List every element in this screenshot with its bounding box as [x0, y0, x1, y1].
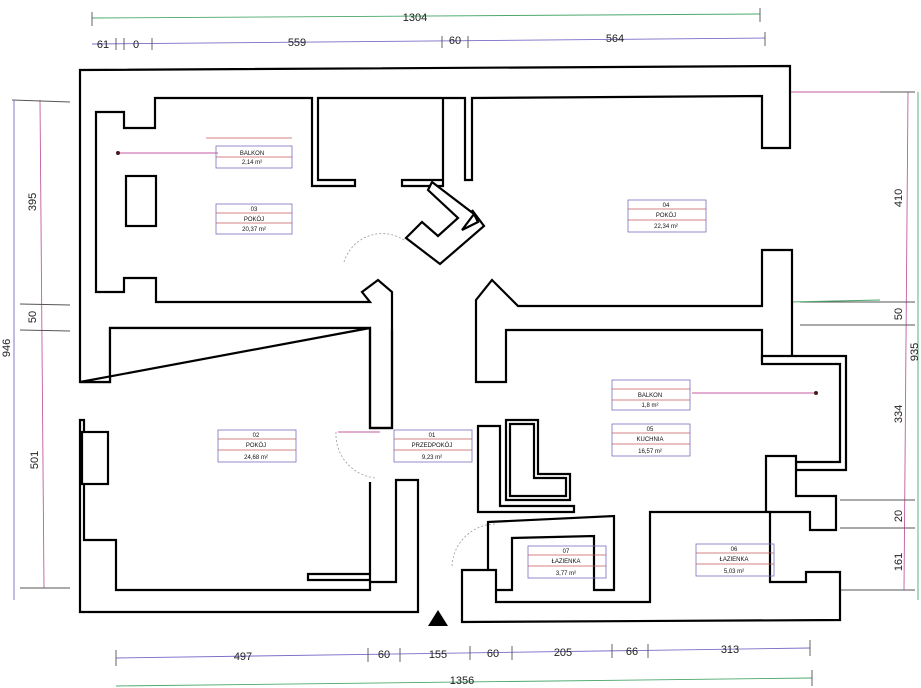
room-name: POKÓJ: [656, 212, 676, 219]
room-name: PRZEDPOKÓJ: [412, 442, 453, 449]
room-number: 02: [253, 433, 260, 439]
dim-bottom-d: 60: [487, 648, 499, 660]
dim-top-d: 60: [449, 35, 461, 47]
room-number: 01: [429, 433, 436, 439]
dim-top-e: 564: [606, 33, 624, 45]
dim-bottom-b: 60: [378, 649, 390, 661]
left-pillar: [80, 430, 110, 486]
room-number: 04: [663, 203, 670, 209]
bathroom-07-wall: [486, 514, 616, 592]
room-number: 07: [563, 549, 570, 555]
inner-pillar: [124, 174, 158, 228]
entrance-triangle-icon: [428, 610, 448, 626]
dim-bottom-c: 155: [429, 649, 447, 661]
dim-bottom-e: 205: [554, 647, 572, 659]
dim-right-b: 50: [893, 308, 905, 320]
room-label-04: 04 POKÓJ 22,34 m²: [627, 199, 707, 233]
room-area: 1,8 m²: [641, 403, 658, 409]
room-area: 3,77 m²: [556, 571, 576, 577]
room-area: 16,57 m²: [638, 449, 662, 455]
dim-right-f: 935: [909, 343, 921, 361]
right-balcony-wall: [764, 454, 838, 532]
top-right-lower-wall: [474, 248, 794, 384]
dimension-lines: [11, 8, 919, 687]
room-number: 06: [731, 547, 738, 553]
room-label-01: 01 PRZEDPOKÓJ 9,23 m²: [393, 429, 473, 463]
room-name: KUCHNIA: [636, 437, 663, 443]
dim-left-b: 50: [27, 311, 39, 323]
room-label-02: 02 POKÓJ 24,68 m²: [217, 429, 297, 463]
room-label-06: 06 ŁAZIENKA 5,03 m²: [695, 543, 775, 577]
dim-right-e: 161: [893, 553, 905, 571]
dim-left-a: 395: [27, 193, 39, 211]
left-wall-lower: [79, 326, 394, 430]
room-name: POKÓJ: [244, 216, 264, 223]
room-area: 22,34 m²: [654, 224, 678, 230]
dim-right-d: 20: [893, 510, 905, 522]
right-outer-lower: [760, 354, 848, 472]
dim-right-a: 410: [893, 189, 905, 207]
room-area: 20,37 m²: [242, 227, 266, 233]
dim-bottom-g: 313: [721, 644, 739, 656]
room-number: 03: [251, 207, 258, 213]
dim-top-c: 559: [288, 37, 306, 49]
room-name: POKÓJ: [246, 442, 266, 449]
dim-top-total: 1304: [403, 12, 427, 24]
dim-right-c: 334: [893, 405, 905, 423]
kitchen-wall: [476, 424, 576, 514]
outer-wall-left: [78, 418, 420, 614]
walls: [78, 64, 848, 624]
central-diagonal-wall: [404, 180, 486, 266]
room-label-03: 03 POKÓJ 20,37 m²: [215, 203, 293, 235]
door-swings: [335, 233, 497, 567]
room-area: 5,03 m²: [724, 569, 744, 575]
dim-top-a: 61: [97, 39, 109, 51]
bathroom-06-wall: [460, 510, 842, 624]
room-area: 24,68 m²: [244, 455, 268, 461]
balkon-marker-right: [814, 391, 818, 395]
dim-left-c: 946: [1, 339, 13, 357]
room-name: ŁAZIENKA: [551, 559, 580, 565]
room-area: 9,23 m²: [422, 455, 442, 461]
room-label-balkon-2: BALKON 1,8 m²: [611, 379, 691, 411]
balkon-marker-left: [116, 151, 120, 155]
room-area: 2,14 m²: [242, 160, 262, 166]
room-label-07: 07 ŁAZIENKA 3,77 m²: [527, 545, 607, 579]
dim-bottom-f: 66: [626, 646, 638, 658]
room-name: BALKON: [638, 393, 662, 399]
dim-left-d: 501: [29, 451, 41, 469]
room-name: BALKON: [240, 151, 264, 157]
dim-bottom-total: 1356: [450, 675, 474, 687]
outer-wall-top: [78, 64, 792, 430]
dim-top-b: 0: [133, 39, 139, 51]
dim-bottom-a: 497: [234, 651, 252, 663]
kitchen-inner-line: [508, 422, 568, 498]
room-number: 05: [647, 427, 654, 433]
room-name: ŁAZIENKA: [719, 557, 748, 563]
room-label-balkon-1: BALKON 2,14 m²: [206, 137, 293, 169]
dimension-labels: 1304 61 0 559 60 564 395 50 946 501 410 …: [1, 12, 921, 687]
room-label-05: 05 KUCHNIA 16,57 m²: [611, 423, 691, 457]
